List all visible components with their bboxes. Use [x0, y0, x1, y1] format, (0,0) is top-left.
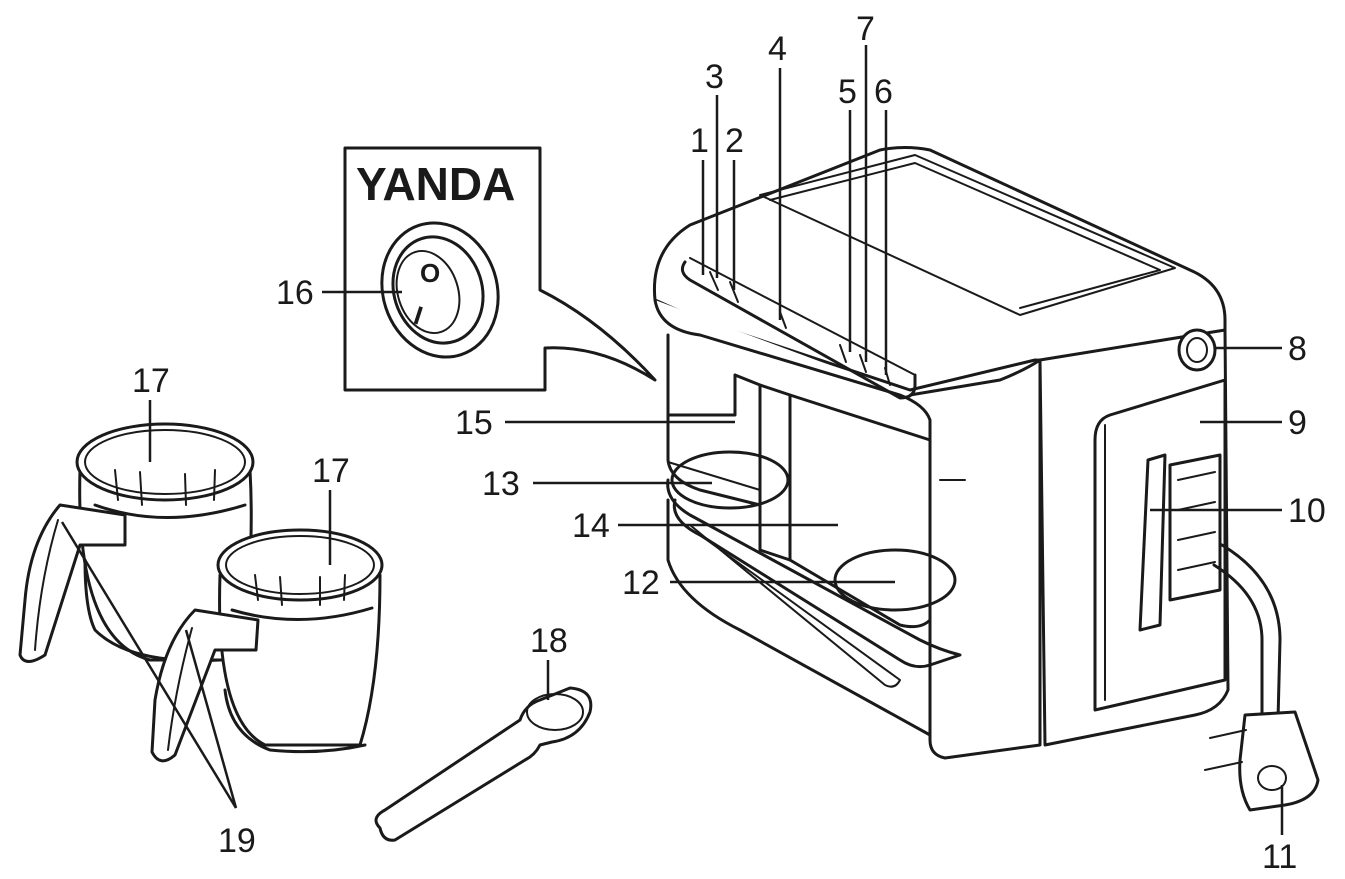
- measuring-spoon: [374, 686, 593, 842]
- switch-inset: YANDA O I: [343, 146, 657, 392]
- callout-17-left: 17: [132, 362, 170, 400]
- callout-5: 5: [838, 73, 857, 111]
- coffee-pot-right: [150, 528, 384, 763]
- callout-4: 4: [768, 30, 787, 68]
- leader-lines: [60, 45, 1284, 835]
- callout-3: 3: [705, 58, 724, 96]
- callout-6: 6: [874, 73, 893, 111]
- callout-2: 2: [725, 122, 744, 160]
- callout-12: 12: [622, 564, 660, 602]
- switch-off-mark: O: [420, 258, 440, 288]
- side-knob-icon: [1177, 328, 1217, 372]
- callout-19: 19: [218, 822, 256, 860]
- callout-9: 9: [1288, 404, 1307, 442]
- callout-16: 16: [276, 274, 314, 312]
- coffee-pot-left: [18, 422, 255, 663]
- callout-labels: 1 2 3 4 5 6 7 8 9 10 11 12 13 14 15 16 1…: [132, 10, 1326, 876]
- callout-14: 14: [572, 507, 610, 545]
- callout-18: 18: [530, 622, 568, 660]
- callout-15: 15: [455, 404, 493, 442]
- callout-10: 10: [1288, 492, 1326, 530]
- machine-body: [652, 146, 1230, 760]
- callout-17-right: 17: [312, 452, 350, 490]
- callout-13: 13: [482, 465, 520, 503]
- callout-1: 1: [690, 122, 709, 160]
- power-cord: [1204, 543, 1320, 812]
- callout-8: 8: [1288, 330, 1307, 368]
- callout-11: 11: [1262, 838, 1297, 876]
- brand-text: YANDA: [356, 158, 515, 210]
- callout-7: 7: [856, 10, 875, 48]
